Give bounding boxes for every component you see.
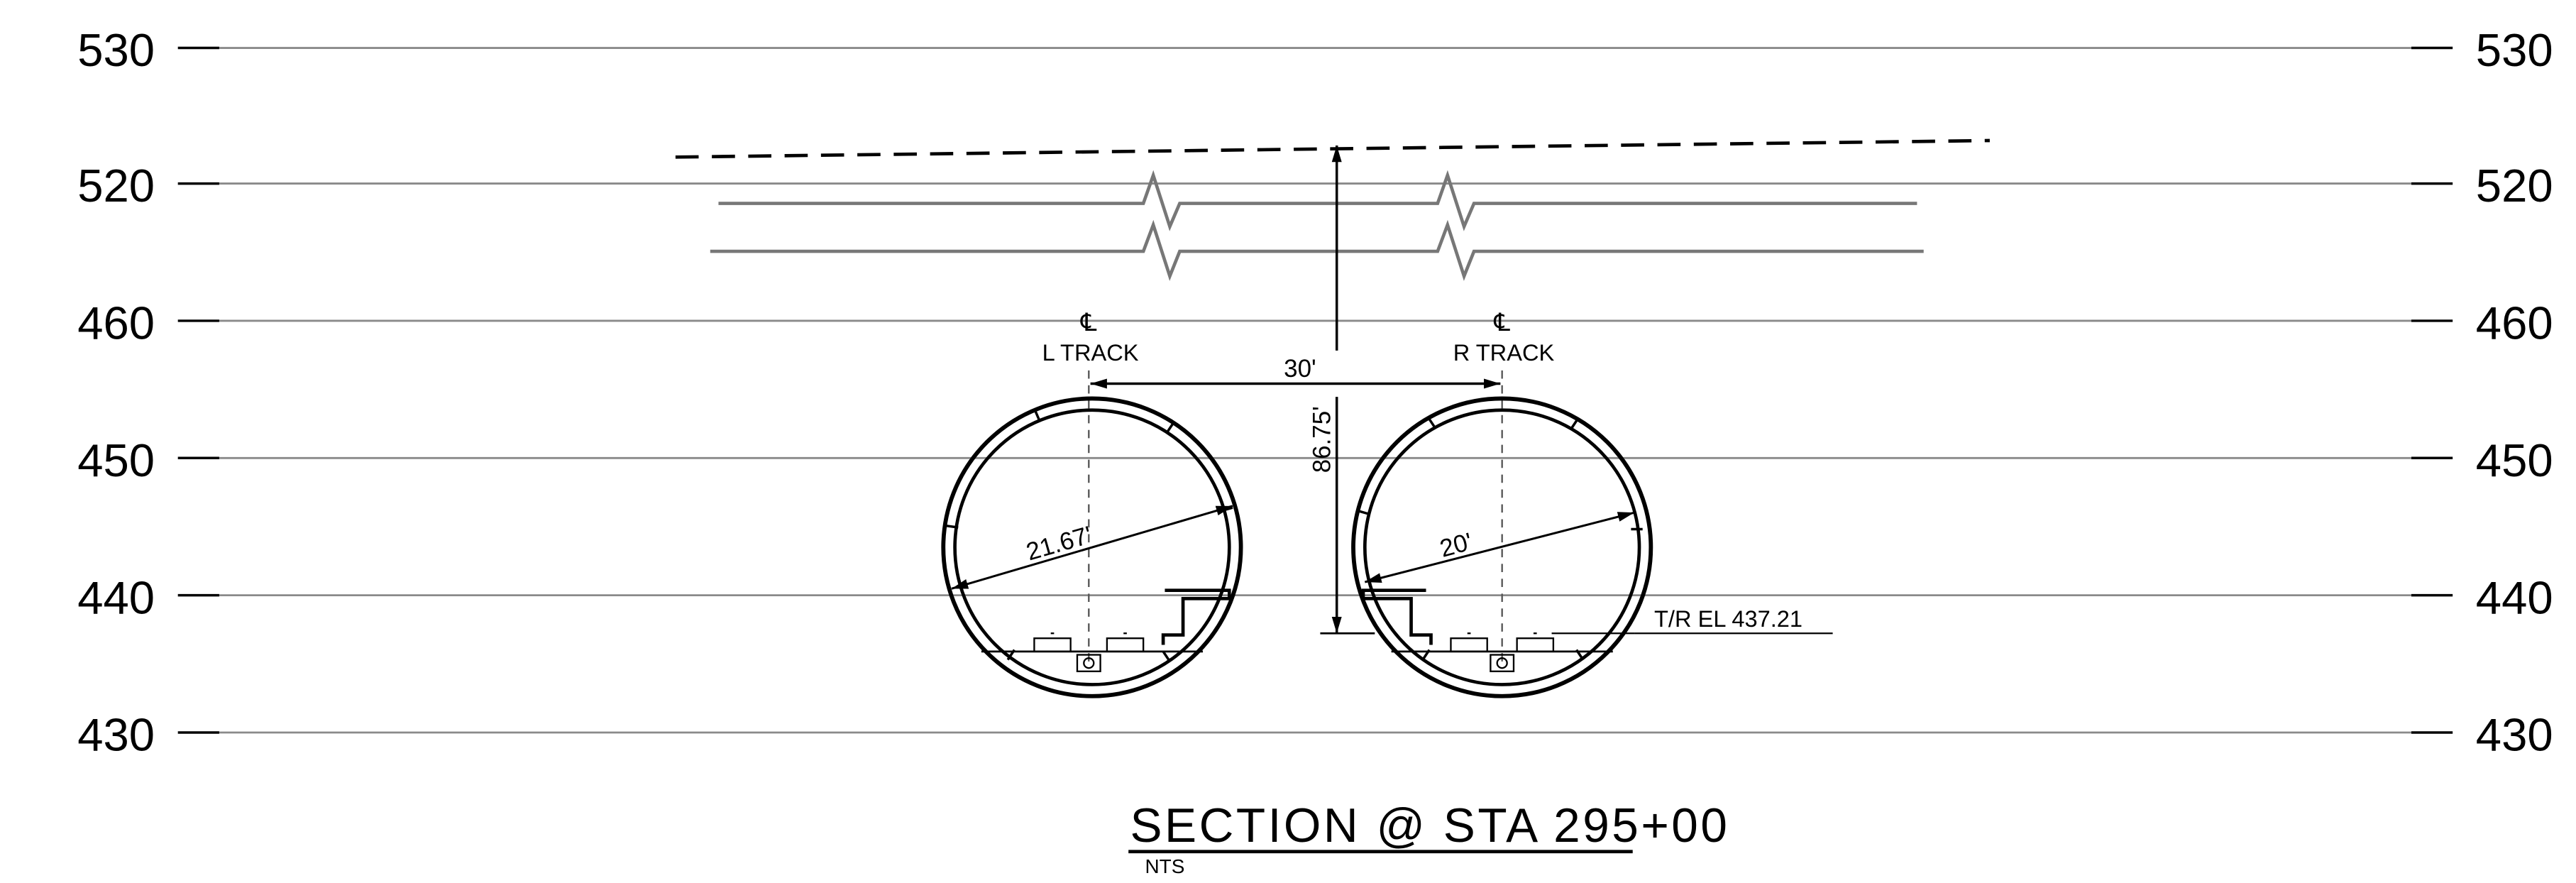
- elevation-label-left-440: 440: [77, 571, 155, 623]
- elevation-label-right-460: 460: [2476, 297, 2553, 349]
- top-of-rail-label: T/R EL 437.21: [1654, 605, 1802, 632]
- elevation-grid: [219, 47, 2411, 734]
- elevation-label-left-520: 520: [77, 160, 155, 212]
- left-track-label: L TRACK: [1042, 339, 1139, 366]
- right-tunnel-outer-lining: [1351, 396, 1653, 698]
- track-spacing-label: 30': [1284, 355, 1316, 383]
- cover-depth-label: 86.75': [1308, 406, 1336, 473]
- elevation-label-left-450: 450: [77, 434, 155, 486]
- left-tunnel: 21.67': [941, 396, 1243, 698]
- top-of-rail-annotation: T/R EL 437.21: [1551, 605, 1833, 635]
- elevation-label-right-450: 450: [2476, 434, 2553, 486]
- ground-surface-line: [675, 138, 1990, 159]
- elevation-label-right-530: 530: [2476, 24, 2553, 76]
- elevation-ticks: [177, 46, 2453, 734]
- elevation-label-left-430: 430: [77, 709, 155, 761]
- left-tunnel-outer-lining: [941, 396, 1243, 698]
- elevation-label-left-460: 460: [77, 297, 155, 349]
- break-line-lower: [710, 219, 1924, 281]
- track-centerlines: [1088, 370, 1503, 669]
- right-tunnel-walkway: [1361, 588, 1433, 645]
- section-title: SECTION @ STA 295+00: [1130, 799, 1730, 852]
- left-tunnel-diameter-label: 21.67': [1023, 521, 1095, 566]
- elevation-label-right-430: 430: [2476, 709, 2553, 761]
- break-line-upper: [718, 170, 1917, 231]
- elevation-label-right-440: 440: [2476, 571, 2553, 623]
- right-tunnel-diameter-label: 20': [1437, 527, 1475, 562]
- left-tunnel-diameter-dimension: [951, 505, 1233, 590]
- elevation-label-left-530: 530: [77, 24, 155, 76]
- elevation-label-right-520: 520: [2476, 160, 2553, 212]
- left-tunnel-walkway: [1161, 588, 1231, 645]
- left-track-centerline-symbol: ℄: [1080, 309, 1097, 336]
- right-tunnel-diameter-dimension: [1364, 511, 1635, 583]
- right-track-centerline-symbol: ℄: [1493, 309, 1510, 336]
- right-track-label: R TRACK: [1453, 339, 1555, 366]
- scale-note: NTS: [1145, 855, 1184, 877]
- right-tunnel: 20': [1351, 396, 1653, 698]
